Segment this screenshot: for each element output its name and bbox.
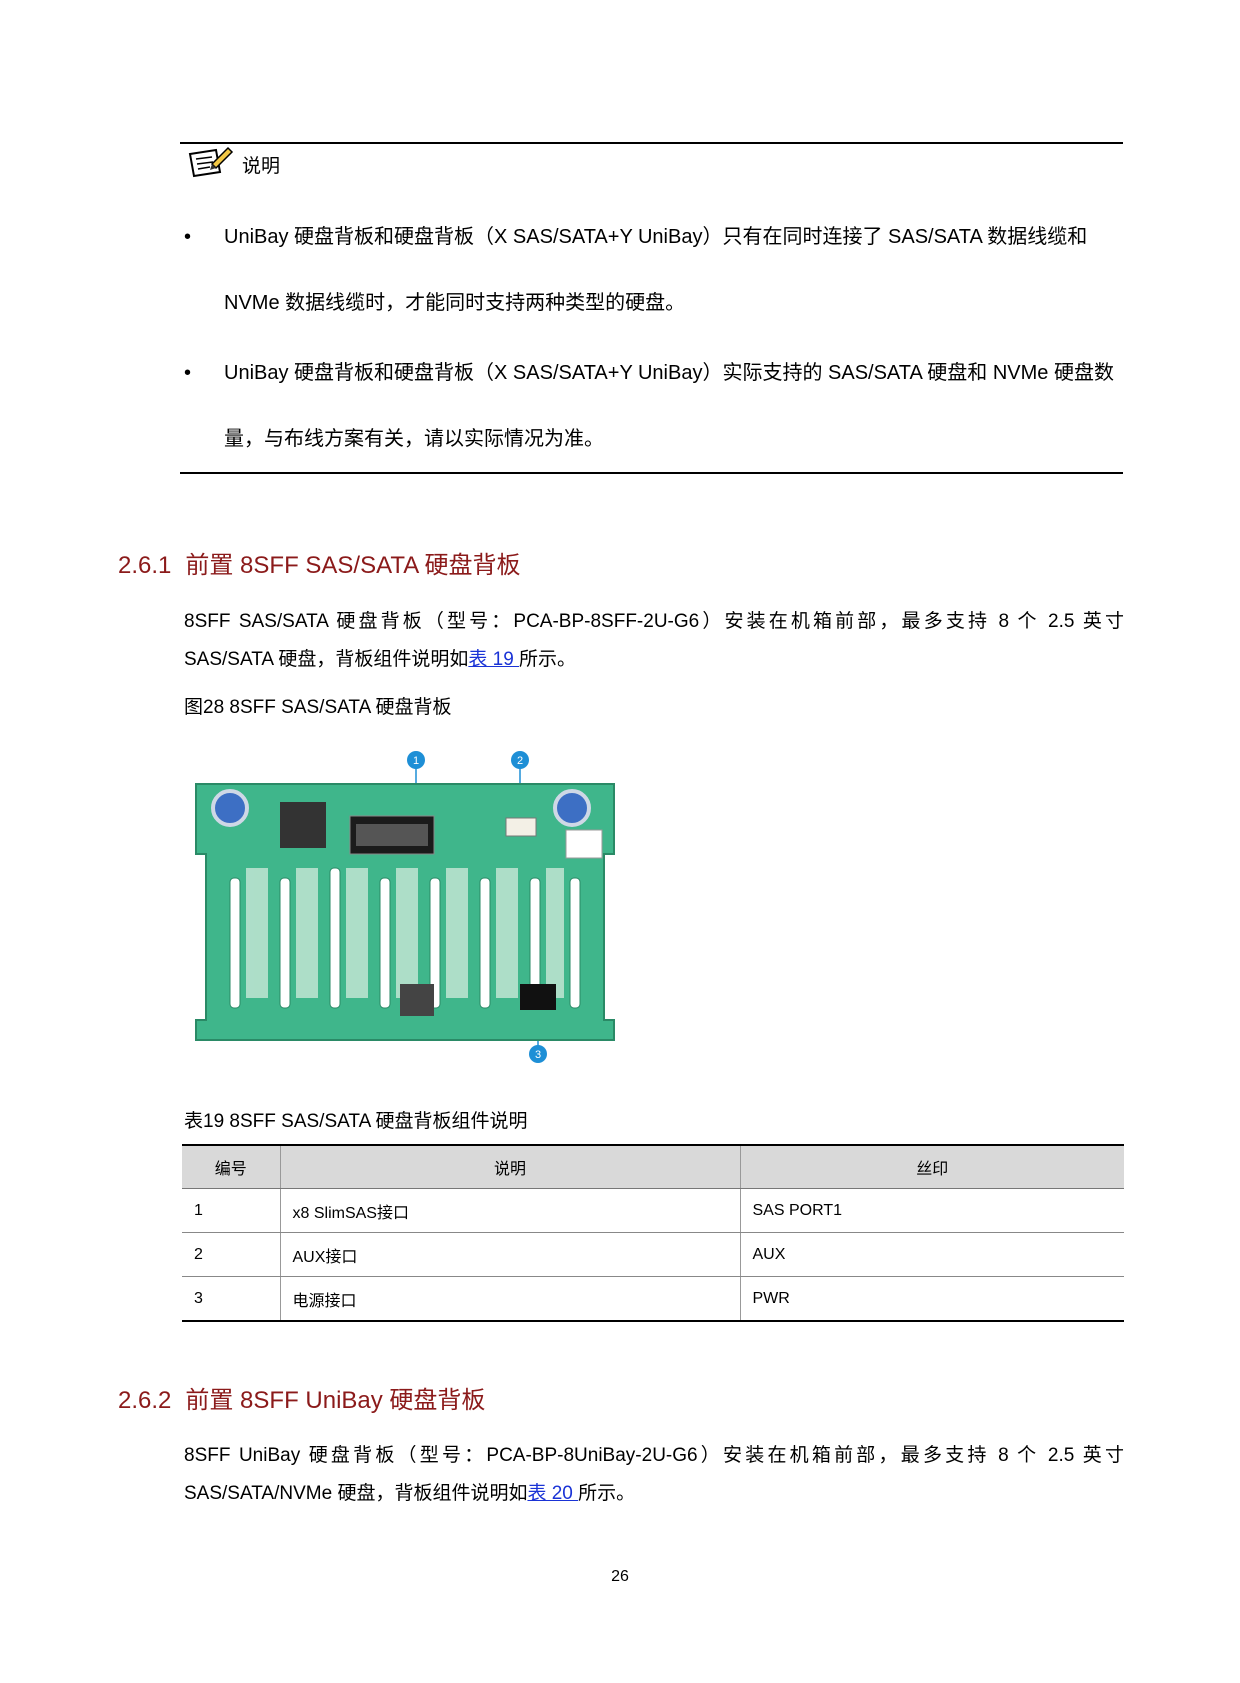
table-link[interactable]: 表 20: [527, 1483, 579, 1504]
note-top-rule: [180, 142, 1123, 144]
backplane-board-image: 1 2 3: [195, 751, 615, 1063]
section-paragraph: 8SFF SAS/SATA 硬盘背板（型号：PCA-BP-8SFF-2U-G6）…: [184, 611, 1124, 670]
table-link[interactable]: 表 19: [468, 649, 520, 670]
table-header: 说明: [279, 1144, 740, 1189]
table-cell: x8 SlimSAS接口: [279, 1188, 740, 1233]
table-header-row: 编号 说明 丝印: [182, 1144, 1124, 1189]
svg-text:2: 2: [517, 755, 523, 767]
table-row: 3 电源接口 PWR: [182, 1276, 1124, 1322]
figure-caption: 图28 8SFF SAS/SATA 硬盘背板: [184, 697, 452, 718]
callout-3: 3: [529, 1045, 547, 1063]
callout-1: 1: [407, 751, 425, 769]
table-header: 编号: [182, 1144, 280, 1189]
table-cell: AUX接口: [279, 1232, 740, 1277]
note-item-text: UniBay 硬盘背板和硬盘背板（X SAS/SATA+Y UniBay）实际支…: [224, 362, 1114, 450]
table-cell: SAS PORT1: [739, 1188, 1124, 1233]
table-caption: 表19 8SFF SAS/SATA 硬盘背板组件说明: [184, 1111, 528, 1132]
table-cell: PWR: [739, 1276, 1124, 1322]
component-table: 编号 说明 丝印 1 x8 SlimSAS接口 SAS PORT1 2 AUX接…: [182, 1144, 1124, 1322]
table-cell: AUX: [739, 1232, 1124, 1277]
section-paragraph: 8SFF UniBay 硬盘背板（型号：PCA-BP-8UniBay-2U-G6…: [184, 1445, 1124, 1504]
table-row: 1 x8 SlimSAS接口 SAS PORT1: [182, 1188, 1124, 1233]
table-cell: 电源接口: [279, 1276, 740, 1322]
note-item-text: UniBay 硬盘背板和硬盘背板（X SAS/SATA+Y UniBay）只有在…: [224, 226, 1088, 314]
page-number: 26: [611, 1568, 629, 1585]
table-row: 2 AUX接口 AUX: [182, 1232, 1124, 1277]
table-cell: 2: [182, 1232, 280, 1277]
table-cell: 1: [182, 1188, 280, 1233]
note-bottom-rule: [180, 472, 1123, 474]
callout-2: 2: [511, 751, 529, 769]
note-pencil-icon: [186, 144, 234, 184]
note-title: 说明: [242, 155, 281, 177]
svg-text:3: 3: [535, 1049, 541, 1061]
table-header: 丝印: [739, 1144, 1124, 1189]
table-cell: 3: [182, 1276, 280, 1322]
svg-text:1: 1: [413, 755, 419, 767]
note-header: 说明: [186, 144, 280, 184]
